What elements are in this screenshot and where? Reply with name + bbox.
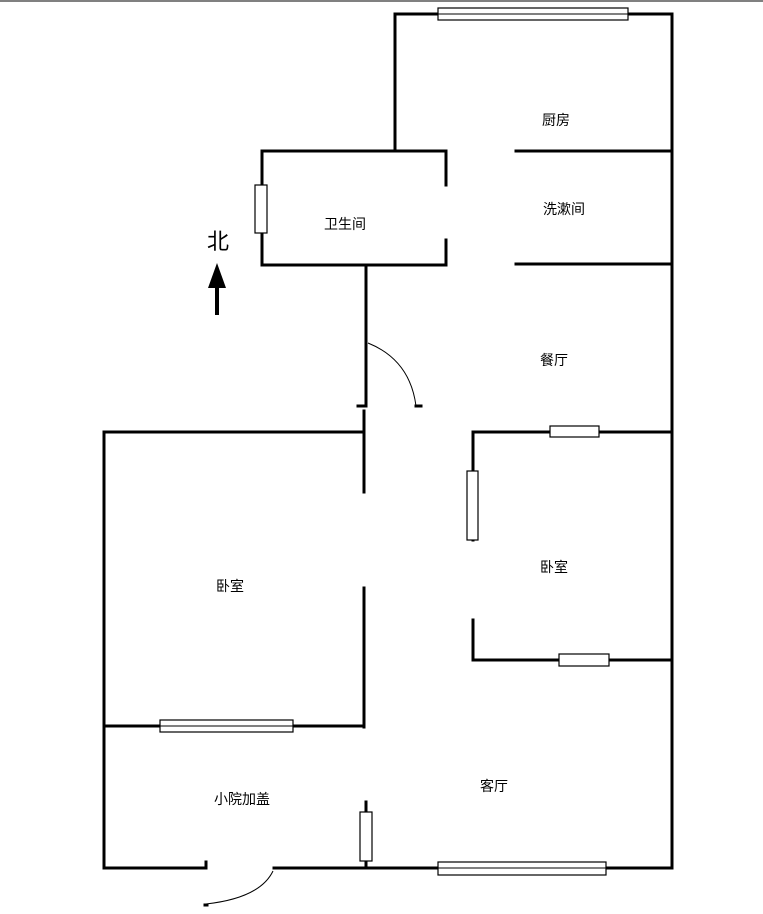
window-bedroom-right-west	[466, 470, 479, 541]
room-label-washroom: 洗漱间	[543, 202, 585, 218]
north-arrow-icon	[208, 263, 226, 315]
room-label-living: 客厅	[480, 779, 508, 795]
room-label-courtyard: 小院加盖	[214, 792, 270, 808]
room-label-bedroom-right: 卧室	[540, 560, 568, 576]
compass-label: 北	[206, 230, 230, 255]
room-label-bedroom-left: 卧室	[216, 579, 244, 595]
door-arc-entrance	[205, 870, 274, 905]
room-label-dining: 餐厅	[540, 353, 568, 369]
window-dining	[549, 425, 600, 438]
room-label-kitchen: 厨房	[542, 113, 570, 129]
window-bathroom	[254, 184, 268, 234]
room-label-bathroom: 卫生间	[324, 217, 366, 233]
windows	[159, 7, 629, 876]
doors	[205, 342, 417, 905]
walls	[102, 12, 674, 907]
door-arc-corridor	[367, 342, 417, 407]
window-courtyard	[359, 811, 373, 862]
window-bedroom-right-south	[558, 653, 610, 667]
